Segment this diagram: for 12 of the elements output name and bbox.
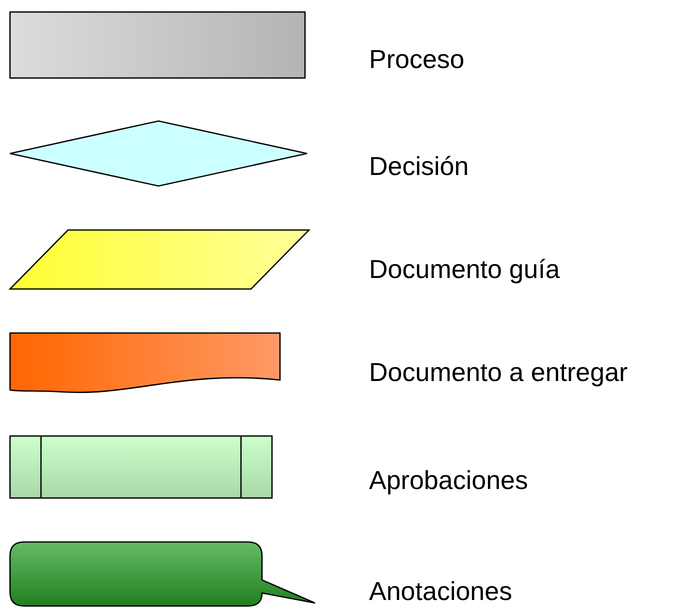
process-symbol xyxy=(10,12,305,78)
symbol-caption: Documento a entregar xyxy=(369,357,628,387)
symbol-caption: Decisión xyxy=(369,151,469,181)
symbol-caption: Aprobaciones xyxy=(369,465,528,495)
parallelogram-symbol xyxy=(10,230,309,289)
symbol-caption: Anotaciones xyxy=(369,576,512,606)
decision-diamond xyxy=(10,121,307,186)
approval-symbol xyxy=(10,436,272,498)
document-symbol xyxy=(10,333,280,394)
symbol-caption: Documento guía xyxy=(369,254,560,284)
symbol-caption: Proceso xyxy=(369,44,464,74)
callout-symbol xyxy=(10,542,315,606)
